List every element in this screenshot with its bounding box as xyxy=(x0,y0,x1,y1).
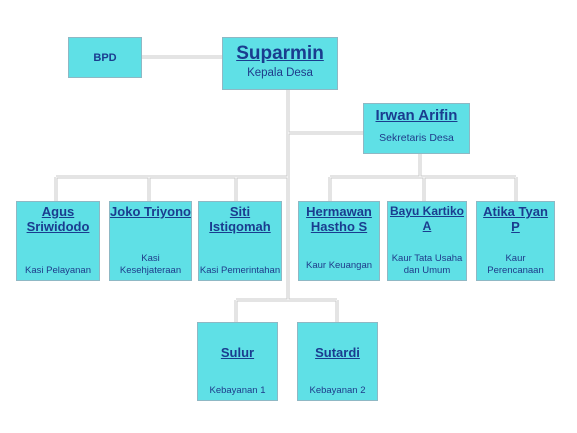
kebayanan-2-box: Sutardi Kebayanan 2 xyxy=(297,322,378,401)
bpd-box: BPD xyxy=(68,37,142,78)
kepala-desa-box: Suparmin Kepala Desa xyxy=(222,37,338,90)
kaur-keuangan-box: Hermawan Hastho S Kaur Keuangan xyxy=(298,201,380,281)
kaur-tata-usaha-box: Bayu Kartiko A Kaur Tata Usaha dan Umum xyxy=(387,201,467,281)
kaur-tata-usaha-title: Kaur Tata Usaha dan Umum xyxy=(391,253,463,276)
kaur-perencanaan-box: Atika Tyan P Kaur Perencanaan xyxy=(476,201,555,281)
kebayanan-1-box: Sulur Kebayanan 1 xyxy=(197,322,278,401)
kasi-pelayanan-name[interactable]: Agus Sriwidodo xyxy=(26,204,90,234)
sekretaris-desa-title: Sekretaris Desa xyxy=(379,132,454,144)
kasi-pelayanan-title: Kasi Pelayanan xyxy=(24,265,92,276)
kaur-keuangan-title: Kaur Keuangan xyxy=(305,260,373,271)
kasi-pemerintahan-name[interactable]: Siti Istiqomah xyxy=(209,204,271,234)
kebayanan-2-name[interactable]: Sutardi xyxy=(315,345,360,360)
kepala-desa-title: Kepala Desa xyxy=(247,67,313,79)
bpd-name: BPD xyxy=(93,52,117,64)
kaur-keuangan-name[interactable]: Hermawan Hastho S xyxy=(306,204,372,234)
kasi-pemerintahan-title: Kasi Pemerintahan xyxy=(199,265,281,276)
kepala-desa-name[interactable]: Suparmin xyxy=(236,43,324,64)
sekretaris-desa-name[interactable]: Irwan Arifin xyxy=(375,107,458,124)
kaur-tata-usaha-name[interactable]: Bayu Kartiko A xyxy=(389,204,465,233)
kasi-pemerintahan-box: Siti Istiqomah Kasi Pemerintahan xyxy=(198,201,282,281)
kasi-kesehjateraan-box: Joko Triyono Kasi Kesehjateraan xyxy=(109,201,192,281)
kebayanan-1-title: Kebayanan 1 xyxy=(209,385,266,396)
kebayanan-2-title: Kebayanan 2 xyxy=(309,385,366,396)
kasi-kesehjateraan-name[interactable]: Joko Triyono xyxy=(110,204,191,219)
sekretaris-desa-box: Irwan Arifin Sekretaris Desa xyxy=(363,103,470,154)
kaur-perencanaan-title: Kaur Perencanaan xyxy=(487,253,544,276)
kasi-kesehjateraan-title: Kasi Kesehjateraan xyxy=(119,253,182,276)
kaur-perencanaan-name[interactable]: Atika Tyan P xyxy=(483,204,548,234)
kasi-pelayanan-box: Agus Sriwidodo Kasi Pelayanan xyxy=(16,201,100,281)
kebayanan-1-name[interactable]: Sulur xyxy=(220,345,255,360)
